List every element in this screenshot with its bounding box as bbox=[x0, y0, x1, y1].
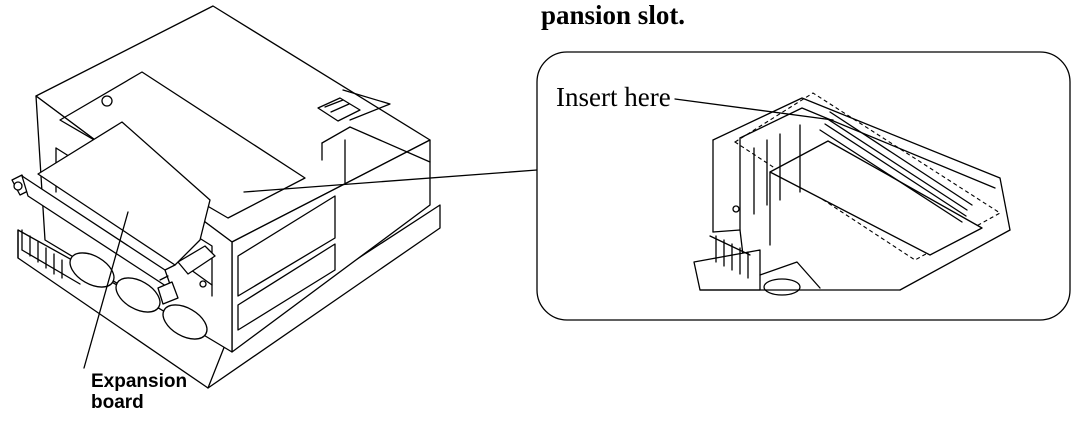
board-leader-line bbox=[83, 211, 129, 369]
callout-line-2: board bbox=[91, 392, 144, 413]
callout-line-1: Expansion bbox=[91, 371, 188, 392]
computer-chassis-illustration bbox=[17, 5, 441, 389]
expansion-board-callout: Expansion board bbox=[91, 371, 187, 413]
insert-here-label: Insert here bbox=[556, 82, 672, 113]
inset-leader-line bbox=[243, 169, 538, 193]
expansion-slot-illustration bbox=[693, 92, 1011, 296]
insert-leader-line bbox=[674, 98, 834, 121]
expansion-board-illustration bbox=[11, 121, 211, 305]
heading-text: pansion slot. bbox=[541, 0, 686, 30]
